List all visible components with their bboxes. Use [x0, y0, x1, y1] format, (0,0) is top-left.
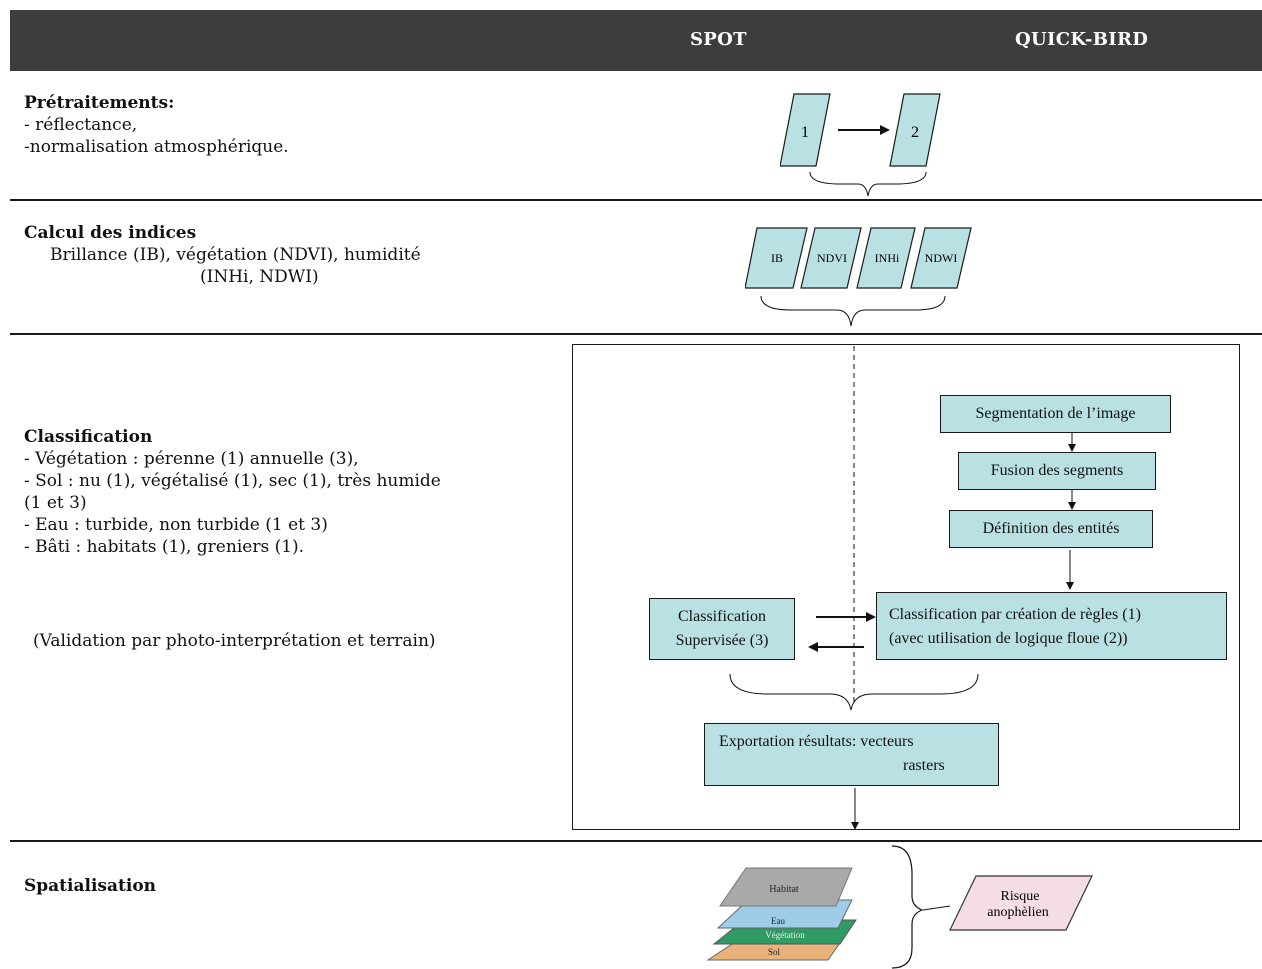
- row-line: (1 et 3): [24, 493, 87, 513]
- classification-connectors: [729, 346, 1076, 830]
- fusion-box: Fusion des segments: [958, 452, 1156, 490]
- row-spatialisation: Spatialisation: [24, 875, 156, 897]
- layer-habitat: [719, 867, 853, 907]
- layer-label: Habitat: [769, 884, 799, 895]
- row-line: -normalisation atmosphérique.: [24, 137, 289, 157]
- row-line: - Végétation : pérenne (1) annuelle (3),: [24, 449, 359, 469]
- index-label: IB: [771, 251, 783, 265]
- image-box-1-label: 1: [801, 124, 809, 141]
- row-line: Brillance (IB), végétation (NDVI), humid…: [50, 245, 421, 265]
- row-line: (INHi, NDWI): [200, 267, 319, 287]
- arrowhead-icon: [880, 125, 890, 135]
- row-divider: [10, 333, 1262, 335]
- supervised-classification-box: Classification Supervisée (3): [649, 598, 795, 660]
- row-line: - Bâti : habitats (1), greniers (1).: [24, 537, 305, 557]
- box-line: Exportation résultats: vecteurs: [719, 733, 914, 750]
- curly-brace-icon: [729, 673, 979, 711]
- image-box-1: [780, 93, 831, 167]
- row-line: - réflectance,: [24, 115, 138, 135]
- row-line: - Sol : nu (1), végétalisé (1), sec (1),…: [24, 471, 441, 491]
- arrowhead-icon: [1068, 502, 1076, 510]
- index-box: [910, 227, 972, 289]
- row-divider: [10, 840, 1262, 842]
- column-header-spot: SPOT: [690, 29, 747, 50]
- row-classification: Classification - Végétation : pérenne (1…: [24, 426, 441, 558]
- index-box: [800, 227, 862, 289]
- box-line: rasters: [903, 757, 945, 774]
- arrowhead-icon: [866, 612, 876, 622]
- index-box: [856, 227, 916, 289]
- box-line: Supervisée (3): [675, 632, 769, 649]
- row-divider: [10, 199, 1262, 201]
- segmentation-box: Segmentation de l’image: [940, 395, 1171, 433]
- arrowhead-icon: [808, 642, 818, 652]
- curly-brace-icon: [760, 295, 946, 327]
- connector-line: [922, 905, 951, 911]
- arrowhead-icon: [1066, 582, 1074, 590]
- index-label: NDVI: [817, 251, 847, 265]
- box-line: Classification: [678, 608, 766, 625]
- curly-brace-icon: [891, 845, 924, 969]
- arrowhead-icon: [851, 822, 859, 830]
- table-header: SPOT QUICK-BIRD: [10, 10, 1262, 71]
- index-box: [745, 227, 808, 289]
- row-title: Spatialisation: [24, 876, 157, 896]
- layer-label: Sol: [768, 947, 781, 957]
- validation-note: (Validation par photo-interprétation et …: [33, 631, 436, 651]
- classification-frame: [572, 344, 1240, 830]
- risk-box: [949, 875, 1093, 931]
- image-box-2: [889, 93, 941, 167]
- layer-label: Eau: [771, 916, 785, 926]
- image-box-2-label: 2: [911, 124, 919, 141]
- definition-box: Définition des entités: [949, 510, 1153, 548]
- pretraitement-diagram: 1 2: [780, 93, 941, 197]
- risk-label: Risque: [1001, 889, 1040, 904]
- index-label: INHi: [875, 251, 900, 265]
- spatialisation-diagram: Sol Végétation Eau Habitat Risque anophè…: [706, 845, 1093, 969]
- rules-classification-box: Classification par création de règles (1…: [876, 592, 1227, 660]
- arrowhead-icon: [1068, 444, 1076, 452]
- indices-diagram: IB NDVI INHi NDWI: [745, 227, 972, 327]
- row-indices: Calcul des indices Brillance (IB), végét…: [24, 222, 421, 288]
- index-label: NDWI: [925, 251, 958, 265]
- risk-label: anophèlien: [987, 905, 1048, 920]
- column-header-quickbird: QUICK-BIRD: [1015, 29, 1149, 50]
- box-line: Classification par création de règles (1…: [889, 606, 1141, 623]
- row-line: - Eau : turbide, non turbide (1 et 3): [24, 515, 328, 535]
- layer-label: Végétation: [765, 930, 805, 940]
- curly-brace-icon: [809, 171, 927, 197]
- row-title: Prétraitements:: [24, 93, 175, 113]
- row-pretraitements: Prétraitements: - réflectance, -normalis…: [24, 92, 289, 158]
- box-line: (avec utilisation de logique floue (2)): [889, 630, 1128, 647]
- export-results-box: Exportation résultats: vecteurs rasters: [704, 723, 999, 786]
- row-title: Calcul des indices: [24, 223, 197, 243]
- row-title: Classification: [24, 427, 153, 447]
